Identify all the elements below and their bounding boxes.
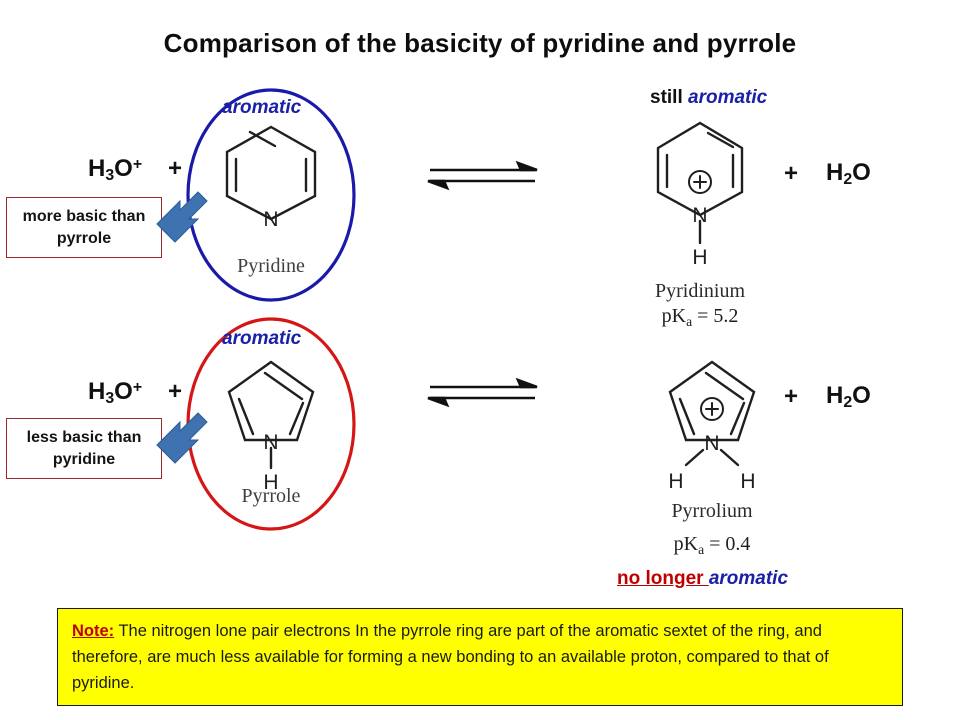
page-title: Comparison of the basicity of pyridine a… xyxy=(163,28,797,58)
plus-left-pyridine: + xyxy=(168,155,183,182)
product-aromatic-label-pyrrolium: no longer aromatic xyxy=(617,568,788,590)
plus-right-pyrrole: + xyxy=(784,383,799,410)
coproduct-water-pyridine: H2O xyxy=(826,159,871,188)
structure-name-pyridine: Pyridine xyxy=(237,255,305,277)
coproduct-water-pyrrole: H2O xyxy=(826,382,871,411)
svg-text:N: N xyxy=(263,431,278,454)
pka-pyrrolium: pKa = 0.4 xyxy=(642,533,782,558)
callout-less-basic: less basic than pyridine xyxy=(6,418,162,479)
svg-text:N: N xyxy=(704,432,719,455)
note-box: Note: The nitrogen lone pair electrons I… xyxy=(57,608,903,706)
pka-value: = 0.4 xyxy=(709,533,751,555)
pka-prefix: pK xyxy=(673,533,699,555)
no-longer-prefix: no longer xyxy=(617,568,709,589)
svg-text:H: H xyxy=(668,470,683,493)
pka-value: = 5.2 xyxy=(697,305,739,327)
structure-name-pyrrolium: Pyrrolium xyxy=(671,500,753,522)
aromatic-label-pyridine: aromatic xyxy=(222,97,302,118)
structure-name-pyrrole: Pyrrole xyxy=(241,485,301,507)
note-body: The nitrogen lone pair electrons In the … xyxy=(72,622,829,693)
aromatic-word: aromatic xyxy=(708,568,789,589)
aromatic-word: aromatic xyxy=(688,87,768,108)
note-keyword: Note: xyxy=(72,622,115,640)
reactant-acid-pyrrole: H3O+ xyxy=(88,378,143,407)
plus-left-pyrrole: + xyxy=(168,378,183,405)
pka-pyridinium: pKa = 5.2 xyxy=(630,305,770,330)
svg-text:H: H xyxy=(692,246,707,269)
product-aromatic-label-pyridinium: still aromatic xyxy=(650,87,767,109)
pka-prefix: pK xyxy=(661,305,687,327)
reactant-acid-pyridine: H3O+ xyxy=(88,155,143,184)
still-prefix: still xyxy=(650,87,689,108)
aromatic-label-pyrrole: aromatic xyxy=(222,328,302,349)
plus-right-pyridine: + xyxy=(784,160,799,187)
structure-name-pyridinium: Pyridinium xyxy=(654,280,745,302)
svg-text:N: N xyxy=(263,208,278,231)
svg-text:H: H xyxy=(740,470,755,493)
svg-text:N: N xyxy=(692,204,707,227)
callout-more-basic: more basic than pyrrole xyxy=(6,197,162,258)
pka-subscript: a xyxy=(686,313,693,329)
pka-subscript: a xyxy=(698,541,705,557)
